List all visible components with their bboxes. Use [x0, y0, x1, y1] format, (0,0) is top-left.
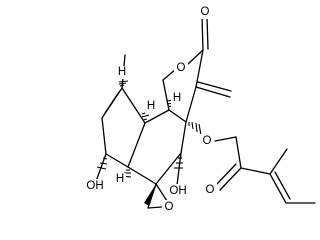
bond: [121, 87, 146, 124]
atom-o-carbonyl: O: [201, 6, 210, 18]
atom-h-top-center: H: [147, 100, 155, 112]
bond: [162, 79, 170, 111]
hash-bond-oh-right: [174, 157, 183, 169]
bond: [269, 148, 288, 175]
hash-bond-oh-left: [96, 157, 108, 170]
bond: [147, 206, 163, 209]
bond: [185, 86, 197, 123]
bond: [180, 121, 187, 154]
bond: [219, 167, 242, 191]
atom-o-ester-carbonyl: O: [206, 184, 215, 196]
bond: [155, 152, 182, 185]
bond-skeleton: [94, 16, 316, 209]
bond: [215, 163, 237, 186]
bond: [168, 109, 187, 123]
hash-bond-ester-o: [188, 121, 202, 136]
bond: [104, 91, 120, 114]
bond: [201, 16, 204, 51]
atom-o-ester: O: [203, 135, 212, 147]
bond: [214, 136, 237, 142]
atom-oh-left: OH: [86, 180, 103, 192]
bond: [206, 16, 209, 50]
atom-labels: O O H H H H O O OH OH O: [83, 5, 217, 214]
bond: [162, 68, 177, 81]
atom-oh-right: OH: [169, 185, 186, 197]
bond: [127, 122, 146, 168]
bond: [187, 49, 204, 65]
bond: [274, 171, 291, 200]
wedge-bond: [144, 184, 156, 206]
atom-o-epoxide: O: [165, 201, 174, 213]
bond: [101, 117, 107, 155]
bond: [195, 86, 231, 98]
bond: [195, 49, 204, 88]
hash-bond-h-top-left: [118, 80, 129, 87]
bond: [127, 166, 157, 185]
bond: [197, 81, 232, 92]
bond: [269, 173, 287, 204]
atom-h-top-right: H: [173, 92, 181, 104]
bond: [235, 136, 242, 169]
atom-h-top-left: H: [118, 66, 126, 78]
atom-o-lactone-ring: O: [177, 62, 186, 74]
bond: [144, 109, 170, 124]
bond: [105, 153, 129, 168]
atom-h-bottom: H: [116, 173, 124, 185]
bond: [240, 167, 271, 175]
